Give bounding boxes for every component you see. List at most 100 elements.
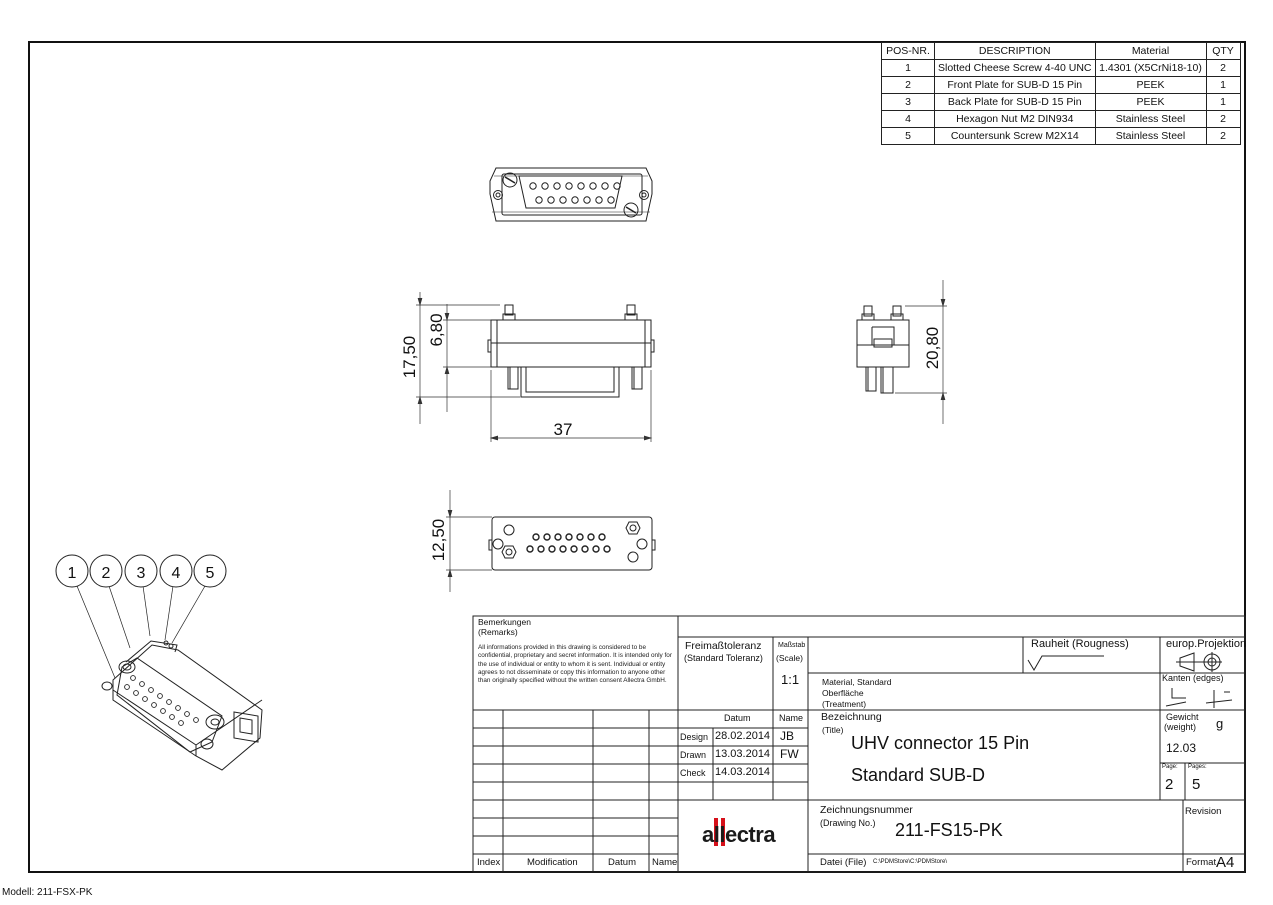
side-view	[487, 304, 655, 398]
bom-cell-qty: 1	[1205, 93, 1241, 111]
projection-label: europ.Projektion	[1166, 638, 1247, 650]
balloon-5-label: 5	[206, 565, 215, 582]
design-name: JB	[780, 729, 795, 743]
bom-cell-pos: 3	[881, 93, 935, 111]
format-label: Format	[1186, 857, 1217, 868]
format-value: A4	[1216, 854, 1235, 871]
bom-cell-description: Hexagon Nut M2 DIN934	[934, 110, 1096, 128]
revision-label: Revision	[1185, 806, 1222, 817]
bom-cell-material: Stainless Steel	[1094, 127, 1207, 145]
tolerance-label-en: (Standard Toleranz)	[684, 653, 763, 663]
side-view-dimensions	[416, 292, 653, 442]
balloon-1-label: 1	[68, 565, 77, 582]
revision-header-index: Index	[477, 857, 501, 868]
dim-12-50: 12,50	[429, 519, 448, 562]
bom-cell-qty: 2	[1205, 59, 1241, 77]
balloon-2	[89, 554, 123, 588]
bom-cell-material: PEEK	[1094, 93, 1207, 111]
bom-cell-description: Countersunk Screw M2X14	[934, 127, 1096, 145]
bom-row: 2 Front Plate for SUB-D 15 Pin PEEK 1	[881, 76, 1241, 94]
bom-header-material: Material	[1094, 42, 1207, 60]
model-label: Modell: 211-FSX-PK	[2, 887, 93, 898]
roughness-symbol	[1027, 655, 1104, 671]
bom-cell-material: Stainless Steel	[1094, 110, 1207, 128]
bom-table: POS-NR. DESCRIPTION Material QTY 1 Slott…	[881, 42, 1241, 145]
balloon-4	[159, 554, 193, 588]
title-line-2: Standard SUB-D	[851, 765, 986, 785]
scale-label-en: (Scale)	[776, 653, 803, 663]
isometric-view	[101, 640, 263, 771]
surface-label-en: (Treatment)	[822, 699, 867, 709]
check-date: 14.03.2014	[715, 766, 771, 778]
file-label: Datei (File)	[820, 857, 867, 868]
bom-header-row: POS-NR. DESCRIPTION Material QTY	[881, 42, 1241, 60]
bom-cell-description: Back Plate for SUB-D 15 Pin	[934, 93, 1096, 111]
bottom-view-dimensions	[446, 490, 492, 592]
file-value: C:\PDMStore\C:\PDMStore\	[873, 859, 948, 865]
balloon-5	[193, 554, 227, 588]
scale-label: Maßstab	[778, 642, 806, 649]
dim-20-80: 20,80	[923, 327, 942, 370]
remarks-label-en: (Remarks)	[478, 627, 518, 637]
drawing-no-label-en: (Drawing No.)	[820, 818, 876, 828]
bom-header-pos: POS-NR.	[881, 42, 935, 60]
design-date: 28.02.2014	[715, 730, 771, 742]
bottom-view	[488, 516, 656, 571]
title-line-1: UHV connector 15 Pin	[851, 733, 1030, 753]
logo-text: allectra	[702, 822, 776, 847]
name-header: Name	[779, 713, 804, 723]
surface-label: Oberfläche	[822, 688, 864, 698]
page-label: Page:	[1162, 764, 1178, 770]
balloon-4-label: 4	[172, 565, 181, 582]
bom-cell-pos: 2	[881, 76, 935, 94]
bom-row: 1 Slotted Cheese Screw 4-40 UNC 1.4301 (…	[881, 59, 1241, 77]
dim-17-50: 17,50	[400, 336, 419, 379]
page-value: 2	[1165, 776, 1174, 793]
revision-header-datum: Datum	[608, 857, 636, 868]
bom-row: 4 Hexagon Nut M2 DIN934 Stainless Steel …	[881, 110, 1241, 128]
balloon-3-label: 3	[137, 565, 146, 582]
bom-cell-pos: 5	[881, 127, 935, 145]
bom-cell-pos: 4	[881, 110, 935, 128]
balloon-2-label: 2	[102, 565, 111, 582]
title-label: Bezeichnung	[821, 711, 882, 723]
edges-label: Kanten (edges)	[1162, 673, 1224, 683]
material-label: Material, Standard	[822, 677, 892, 687]
bom-cell-description: Slotted Cheese Screw 4-40 UNC	[934, 59, 1096, 77]
revision-header-modification: Modification	[527, 857, 578, 868]
allectra-logo	[714, 818, 725, 846]
dim-6-80: 6,80	[427, 313, 446, 346]
weight-label-en: (weight)	[1164, 722, 1197, 732]
balloons: 1 2 3 4 5	[55, 554, 227, 588]
bom-cell-material: 1.4301 (X5CrNi18-10)	[1094, 59, 1207, 77]
title-label-en: (Title)	[822, 725, 844, 735]
drawn-name: FW	[780, 747, 799, 761]
edges-symbol	[1165, 688, 1233, 708]
remarks-text: All informations provided in this drawin…	[478, 644, 672, 685]
bom-cell-qty: 2	[1205, 127, 1241, 145]
date-header: Datum	[724, 713, 751, 723]
weight-value: 12.03	[1166, 741, 1197, 755]
bom-row: 3 Back Plate for SUB-D 15 Pin PEEK 1	[881, 93, 1241, 111]
roughness-label: Rauheit (Rougness)	[1031, 638, 1129, 650]
scale-value: 1:1	[781, 672, 800, 687]
title-block-grid	[472, 615, 1246, 873]
weight-unit: g	[1216, 716, 1224, 731]
bom-row: 5 Countersunk Screw M2X14 Stainless Stee…	[881, 127, 1241, 145]
drawn-label: Drawn	[680, 750, 707, 760]
balloon-1	[55, 554, 89, 588]
bom-cell-qty: 2	[1205, 110, 1241, 128]
check-label: Check	[680, 768, 706, 778]
dim-37: 37	[554, 420, 573, 439]
weight-label: Gewicht	[1166, 712, 1199, 722]
bom-cell-pos: 1	[881, 59, 935, 77]
drawing-number: 211-FS15-PK	[895, 820, 1003, 840]
pages-value: 5	[1192, 776, 1201, 793]
pages-label: Pages:	[1188, 764, 1207, 770]
top-view	[489, 167, 653, 222]
end-view	[856, 305, 910, 394]
bom-header-qty: QTY	[1205, 42, 1241, 60]
bom-cell-description: Front Plate for SUB-D 15 Pin	[934, 76, 1096, 94]
bom-cell-material: PEEK	[1094, 76, 1207, 94]
